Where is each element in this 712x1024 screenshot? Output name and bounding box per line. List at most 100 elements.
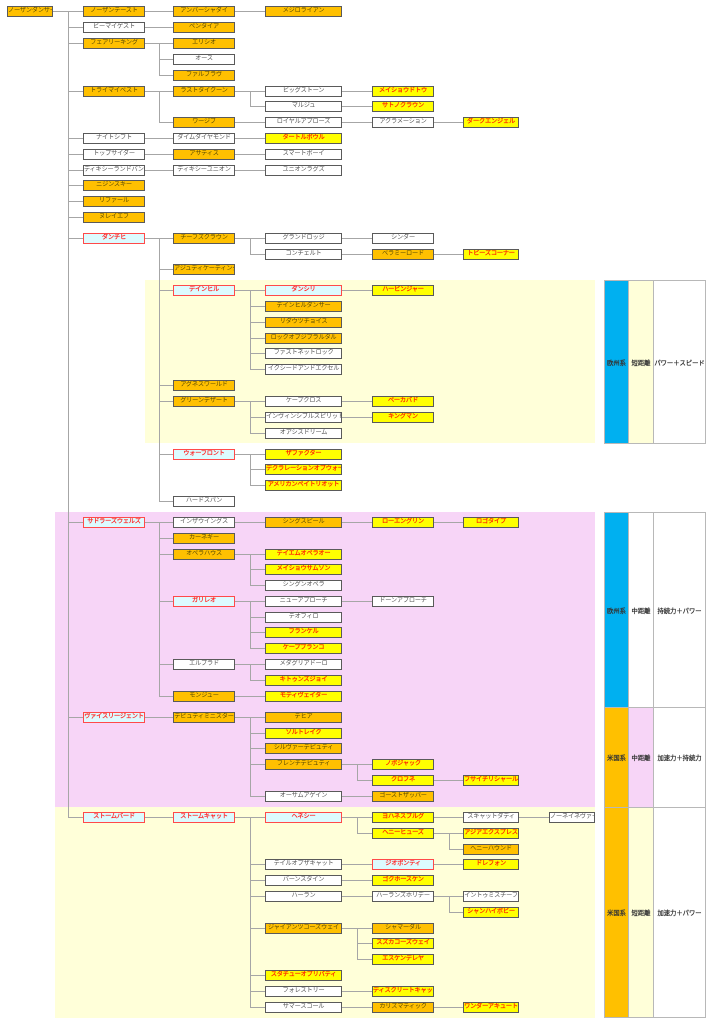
horse-node: フランケル bbox=[265, 626, 342, 638]
horse-node: インザウイングス bbox=[173, 516, 235, 528]
connector-line bbox=[145, 10, 159, 12]
horse-node: ダークエンジェル bbox=[463, 116, 519, 128]
connector-line bbox=[342, 879, 357, 881]
horse-node: ノボジャック bbox=[372, 758, 434, 770]
connector-line bbox=[342, 1006, 357, 1008]
horse-node: ストームバード bbox=[83, 811, 145, 823]
horse-node: ダイムダイヤモンド bbox=[173, 132, 235, 144]
horse-node: スタチューオブリバティ bbox=[265, 969, 342, 981]
connector-line bbox=[342, 416, 357, 418]
trait-cell: パワー＋スピード bbox=[653, 280, 706, 444]
connector-line bbox=[342, 816, 357, 818]
connector-line bbox=[250, 10, 251, 12]
connector-line bbox=[357, 942, 372, 944]
horse-node: キングマン bbox=[372, 411, 434, 423]
lineage-cell: 米国系 bbox=[604, 707, 629, 808]
connector-line bbox=[159, 26, 173, 28]
connector-line bbox=[250, 121, 265, 123]
horse-node: シングンオペラ bbox=[265, 579, 342, 591]
connector-line bbox=[250, 553, 251, 586]
connector-line bbox=[250, 795, 265, 797]
horse-node: バーンスタイン bbox=[265, 874, 342, 886]
connector-line bbox=[159, 90, 173, 92]
connector-line bbox=[235, 816, 250, 818]
connector-line bbox=[250, 90, 265, 92]
horse-node: トップサイダー bbox=[83, 148, 145, 160]
connector-line bbox=[449, 253, 450, 255]
horse-node: ウォーフロント bbox=[173, 448, 235, 460]
horse-node: スズカコーズウェイ bbox=[372, 937, 434, 949]
horse-node: ジャイアンツコーズウェイ bbox=[265, 922, 342, 934]
connector-line bbox=[68, 153, 83, 155]
connector-line bbox=[159, 716, 160, 718]
horse-node: アンバーシャダイ bbox=[173, 5, 235, 17]
connector-line bbox=[68, 10, 69, 818]
connector-line bbox=[357, 763, 358, 781]
connector-line bbox=[250, 137, 265, 139]
horse-node: グリーンデザート bbox=[173, 395, 235, 407]
connector-line bbox=[145, 521, 159, 523]
connector-line bbox=[235, 121, 250, 123]
connector-line bbox=[434, 863, 449, 865]
connector-line bbox=[159, 521, 160, 697]
horse-node: ベラミーロード bbox=[372, 248, 434, 260]
horse-node: ドレフォン bbox=[463, 858, 519, 870]
connector-line bbox=[250, 679, 265, 681]
horse-node: ハーラン bbox=[265, 890, 342, 902]
connector-line bbox=[250, 732, 265, 734]
connector-line bbox=[357, 958, 372, 960]
connector-line bbox=[250, 747, 265, 749]
horse-node: サマースコール bbox=[265, 1001, 342, 1013]
horse-node: デクラレーションオブウォー bbox=[265, 463, 342, 475]
connector-line bbox=[250, 990, 265, 992]
connector-line bbox=[250, 453, 251, 486]
horse-node: ヨハネスブルグ bbox=[372, 811, 434, 823]
horse-node: モティヴェイター bbox=[265, 690, 342, 702]
trait-cell: 加速力＋パワー bbox=[653, 807, 706, 1018]
connector-line bbox=[342, 600, 357, 602]
connector-line bbox=[357, 816, 372, 818]
horse-node: フォレストリー bbox=[265, 985, 342, 997]
horse-node: インヴィンシブルスピリット bbox=[265, 411, 342, 423]
connector-line bbox=[159, 553, 173, 555]
connector-line bbox=[250, 521, 251, 523]
connector-line bbox=[235, 169, 250, 171]
horse-node: シャマーダル bbox=[372, 922, 434, 934]
horse-node: ビーマイゲスト bbox=[83, 21, 145, 33]
connector-line bbox=[250, 400, 251, 434]
horse-node: ヘニーヒューズ bbox=[372, 827, 434, 839]
distance-cell: 短距離 bbox=[628, 280, 654, 444]
connector-line bbox=[357, 253, 358, 255]
connector-line bbox=[434, 816, 449, 818]
connector-line bbox=[250, 763, 265, 765]
connector-line bbox=[250, 321, 265, 323]
horse-node: アジュディケーティング bbox=[173, 263, 235, 275]
connector-line bbox=[250, 253, 265, 255]
connector-line bbox=[357, 521, 372, 523]
connector-line bbox=[342, 521, 357, 523]
connector-line bbox=[342, 105, 357, 107]
connector-line bbox=[250, 716, 251, 797]
connector-line bbox=[449, 779, 463, 781]
connector-line bbox=[250, 237, 265, 239]
connector-line bbox=[357, 990, 358, 992]
connector-line bbox=[159, 58, 173, 60]
horse-node: グランドロッジ bbox=[265, 232, 342, 244]
horse-node: オアシスドリーム bbox=[265, 427, 342, 439]
connector-line bbox=[68, 184, 83, 186]
horse-node: オース bbox=[173, 53, 235, 65]
connector-line bbox=[159, 384, 173, 386]
connector-line bbox=[250, 663, 251, 681]
connector-line bbox=[250, 468, 265, 470]
connector-line bbox=[449, 895, 450, 913]
connector-line bbox=[145, 90, 159, 92]
horse-node: スキャットダディ bbox=[463, 811, 519, 823]
connector-line bbox=[145, 137, 159, 139]
horse-node: アグネスワールド bbox=[173, 379, 235, 391]
connector-line bbox=[250, 90, 251, 107]
horse-node: トライマイベスト bbox=[83, 85, 145, 97]
connector-line bbox=[449, 521, 450, 523]
horse-node: ロイヤルアプローズ bbox=[265, 116, 342, 128]
connector-line bbox=[434, 253, 449, 255]
connector-line bbox=[159, 74, 173, 76]
